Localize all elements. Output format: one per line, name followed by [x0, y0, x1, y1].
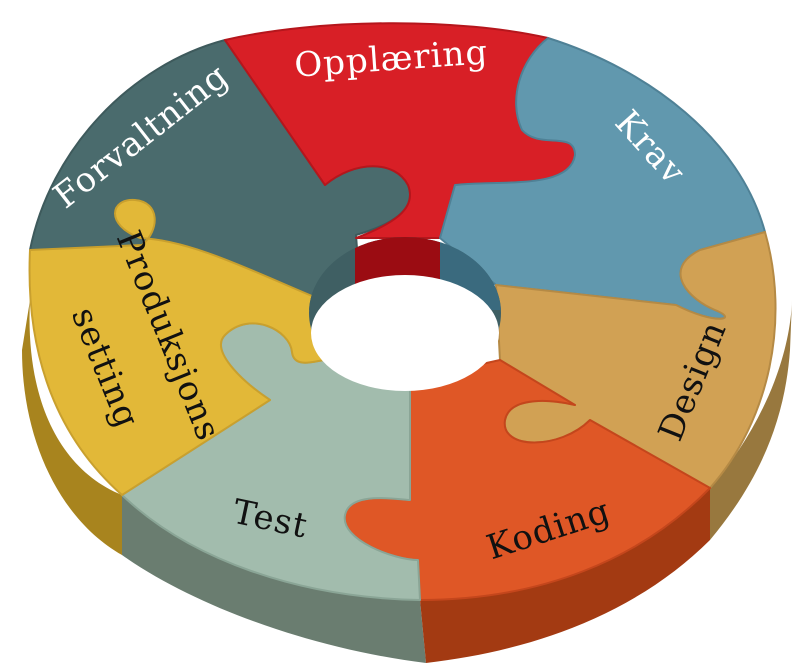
ring-center-hole — [309, 237, 501, 391]
segment-produksjonssetting — [28, 198, 326, 496]
side-wall-produksjonssetting — [22, 300, 122, 555]
side-wall-design — [710, 300, 792, 540]
ring-top-segments — [28, 22, 777, 601]
